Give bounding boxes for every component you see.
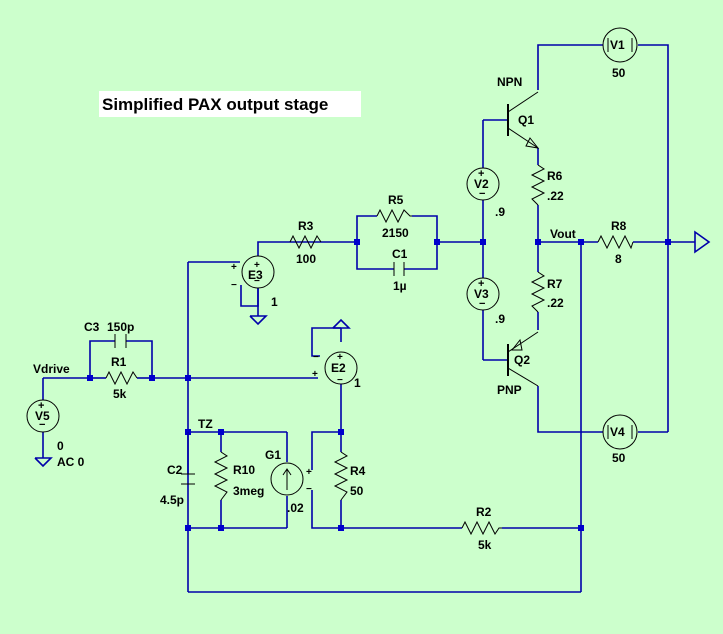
- svg-text:−: −: [313, 352, 319, 363]
- capacitor-c3[interactable]: [114, 334, 127, 348]
- v5-value2: AC 0: [57, 455, 85, 469]
- q1-type: NPN: [497, 75, 522, 89]
- r10-value: 3meg: [233, 484, 264, 498]
- svg-text:−: −: [479, 188, 485, 200]
- wires: [42, 44, 695, 593]
- resistor-r10[interactable]: [213, 451, 229, 501]
- r8-value: 8: [615, 252, 622, 266]
- title-box: [99, 91, 361, 117]
- svg-text:+: +: [478, 168, 484, 180]
- transistor-q1[interactable]: [507, 91, 540, 149]
- svg-text:−: −: [306, 484, 312, 495]
- svg-text:+: +: [306, 467, 312, 478]
- resistor-r3[interactable]: [289, 234, 322, 250]
- c3-name: C3: [84, 320, 100, 334]
- resistor-r2[interactable]: [461, 520, 502, 536]
- resistor-r8[interactable]: [597, 234, 634, 250]
- r6-value: .22: [547, 189, 564, 203]
- e2-name: E2: [331, 361, 346, 375]
- c1-name: C1: [392, 247, 408, 261]
- ground-e3: [249, 315, 268, 326]
- output-port-arrow[interactable]: [694, 230, 711, 254]
- source-v5[interactable]: + −: [26, 399, 60, 433]
- source-v2[interactable]: + −: [466, 167, 500, 201]
- v5-value: 0: [57, 439, 64, 453]
- transistor-q2[interactable]: [507, 331, 539, 387]
- v5-name: V5: [35, 409, 50, 423]
- q2-type: PNP: [497, 383, 522, 397]
- r2-value: 5k: [478, 538, 492, 552]
- ground-symbols: [34, 315, 351, 468]
- svg-text:−: −: [254, 276, 260, 287]
- r6-name: R6: [547, 169, 563, 183]
- source-e2[interactable]: + − − +: [312, 351, 358, 386]
- resistor-r4[interactable]: [333, 451, 349, 501]
- svg-text:−: −: [39, 419, 45, 431]
- v3-value: .9: [495, 312, 505, 326]
- r10-name: R10: [233, 463, 255, 477]
- svg-text:+: +: [312, 369, 318, 380]
- title: Simplified PAX output stage: [102, 95, 328, 114]
- vout-label: Vout: [550, 227, 576, 241]
- resistor-r5[interactable]: [376, 208, 412, 224]
- source-v4[interactable]: [602, 414, 638, 450]
- resistor-r1[interactable]: [105, 370, 138, 386]
- source-v3[interactable]: + −: [466, 277, 500, 311]
- r7-name: R7: [547, 277, 563, 291]
- svg-text:+: +: [254, 260, 260, 271]
- junctions: [87, 239, 671, 531]
- capacitor-c2[interactable]: [181, 432, 195, 485]
- r2-name: R2: [476, 505, 492, 519]
- r5-value: 2150: [382, 226, 409, 240]
- g1-value: .02: [287, 501, 304, 515]
- c3-value: 150p: [107, 320, 134, 334]
- svg-text:+: +: [38, 400, 44, 412]
- e2-value: 1: [354, 376, 361, 390]
- c2-name: C2: [167, 463, 183, 477]
- vdrive-label: Vdrive: [33, 362, 70, 376]
- c2-value: 4.5p: [160, 493, 184, 507]
- resistor-r7[interactable]: [530, 271, 546, 313]
- v2-value: .9: [495, 205, 505, 219]
- tz-label: TZ: [198, 417, 213, 431]
- v4-name: V4: [610, 425, 625, 439]
- e3-name: E3: [248, 268, 263, 282]
- source-v1[interactable]: [602, 27, 638, 63]
- r8-name: R8: [611, 219, 627, 233]
- r3-name: R3: [298, 219, 314, 233]
- svg-text:+: +: [231, 262, 237, 273]
- v1-name: V1: [610, 38, 625, 52]
- e3-value: 1: [271, 295, 278, 309]
- source-g1[interactable]: + −: [270, 462, 312, 496]
- c1-value: 1µ: [393, 279, 407, 293]
- svg-text:+: +: [478, 278, 484, 290]
- resistor-r6[interactable]: [530, 164, 546, 206]
- svg-text:−: −: [231, 280, 237, 291]
- v4-value: 50: [612, 451, 626, 465]
- r1-value: 5k: [113, 387, 127, 401]
- v1-value: 50: [612, 66, 626, 80]
- ground-v5: [34, 457, 53, 468]
- r1-name: R1: [111, 355, 127, 369]
- capacitor-c1[interactable]: [393, 262, 405, 276]
- ground-e2: [332, 318, 351, 329]
- r7-value: .22: [547, 296, 564, 310]
- v3-name: V3: [474, 287, 489, 301]
- r3-value: 100: [296, 252, 316, 266]
- g1-name: G1: [265, 448, 281, 462]
- v2-name: V2: [474, 177, 489, 191]
- source-e3[interactable]: + − + −: [231, 255, 275, 291]
- r5-name: R5: [388, 193, 404, 207]
- q2-name: Q2: [514, 353, 530, 367]
- q1-name: Q1: [518, 113, 534, 127]
- svg-text:−: −: [337, 375, 343, 386]
- r4-name: R4: [350, 464, 366, 478]
- svg-text:−: −: [479, 298, 485, 310]
- svg-text:+: +: [337, 352, 343, 363]
- r4-value: 50: [350, 484, 364, 498]
